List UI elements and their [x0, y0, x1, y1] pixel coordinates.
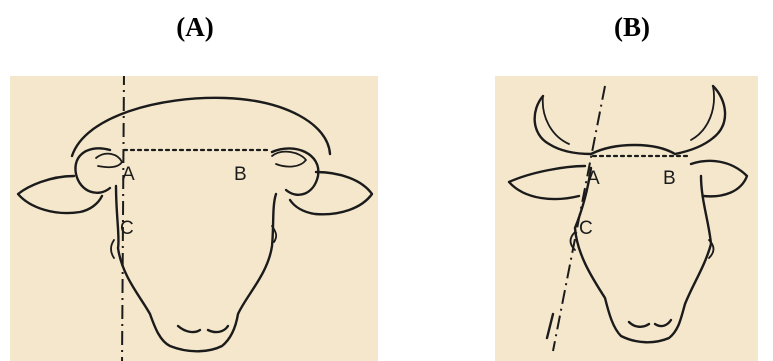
left-horn-inner-a	[96, 154, 122, 168]
right-horn-inner-a	[272, 152, 306, 167]
nostril-left-b	[629, 322, 649, 327]
cow-head-b-svg: A B C	[495, 76, 758, 361]
right-horn-inner-b	[691, 86, 714, 140]
nostril-left-a	[178, 326, 200, 332]
right-ear-b	[691, 161, 747, 196]
nostril-right-a	[208, 326, 228, 332]
left-horn-inner-b	[543, 96, 569, 144]
face-outline-a	[116, 186, 276, 351]
point-b-label-a: B	[234, 164, 247, 185]
point-a-label-a: A	[122, 164, 135, 185]
axis-end-b	[547, 314, 553, 338]
panel-a-drawing: A B C	[10, 76, 378, 361]
bull-head-a-svg: A B C	[10, 76, 378, 361]
face-outline-b	[575, 168, 711, 342]
cheek-tuft-a	[111, 240, 114, 258]
left-horn-a	[75, 148, 110, 193]
point-c-label-a: C	[120, 218, 134, 239]
point-a-label-b: A	[587, 168, 600, 189]
point-c-label-b: C	[579, 218, 593, 239]
point-b-label-b: B	[663, 168, 676, 189]
panel-a-title: (A)	[135, 14, 255, 41]
left-ear-a	[18, 176, 102, 213]
panel-b-drawing: A B C	[495, 76, 758, 361]
nostril-right-b	[655, 320, 671, 326]
panel-b-title: (B)	[572, 14, 692, 41]
right-horn-b	[675, 86, 725, 154]
head-crown-a	[72, 98, 330, 156]
head-poll-b	[591, 145, 675, 154]
right-ear-a	[290, 172, 372, 214]
left-ear-b	[509, 166, 585, 199]
right-horn-a	[272, 148, 318, 194]
